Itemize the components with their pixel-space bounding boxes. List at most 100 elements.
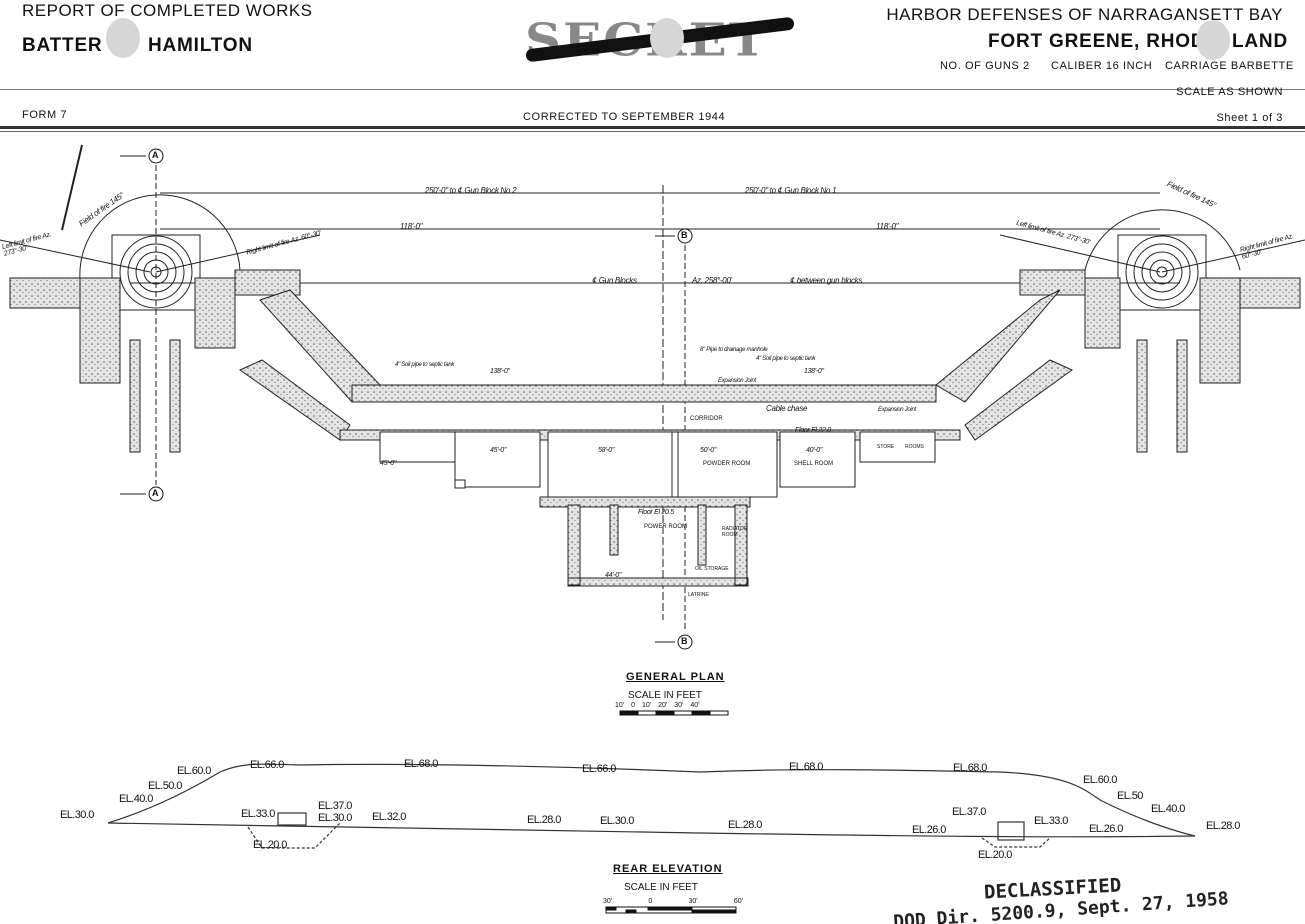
- radiator-room-label: RADIATOR ROOM: [722, 526, 748, 538]
- elevation-label: EL.30.0: [60, 809, 94, 821]
- elevation-label: EL.32.0: [372, 811, 406, 823]
- dim-label: 250'-0" to ℄ Gun Block No 1: [745, 186, 837, 195]
- elevation-label: EL.37.0: [952, 806, 986, 818]
- battery-name: HAMILTON: [148, 35, 253, 56]
- elevation-label: EL.60.0: [1083, 774, 1117, 786]
- scale-tick: 30': [688, 898, 698, 905]
- cable-chase-label: Cable chase: [766, 404, 808, 413]
- elevation-scale-ticks: 30' 0 30' 60': [603, 898, 743, 905]
- elevation-label: EL.60.0: [177, 765, 211, 777]
- concrete-walls: [9, 269, 1301, 587]
- latrine-label: LATRINE: [688, 592, 709, 598]
- section-marker-b: B: [681, 230, 688, 240]
- scale-tick: 30': [674, 702, 684, 709]
- rear-elevation-drawing: [107, 763, 1196, 849]
- azimuth-label: Az. 258°-00': [692, 276, 732, 285]
- battery-label: BATTER: [22, 35, 103, 56]
- divider: [0, 89, 1305, 90]
- scale-note: SCALE AS SHOWN: [1176, 86, 1283, 98]
- soil-pipe-label: 4" Soil pipe to septic tank: [395, 362, 455, 368]
- dim-label: 40'-0": [806, 447, 823, 454]
- elevation-label: EL.28.0: [1206, 820, 1240, 832]
- punch-hole: [650, 18, 684, 58]
- plan-scale-bar: [619, 710, 729, 716]
- section-markers: [148, 148, 693, 650]
- expansion-joint-label: Expansion Joint: [878, 407, 916, 413]
- scale-tick: 30': [603, 898, 613, 905]
- elevation-label: EL.40.0: [119, 793, 153, 805]
- caliber: CALIBER 16 INCH: [1051, 60, 1153, 72]
- elevation-label: EL.50: [1117, 790, 1143, 802]
- dim-label: 45'-0": [490, 447, 507, 454]
- elevation-label: EL.28.0: [527, 814, 561, 826]
- elevation-label: EL.20.0: [253, 839, 287, 851]
- scale-tick: 40': [690, 702, 700, 709]
- guns-count: NO. OF GUNS 2: [940, 60, 1030, 72]
- form-number: FORM 7: [22, 109, 68, 121]
- elevation-label: EL.26.0: [912, 824, 946, 836]
- field-of-fire-arc: [1084, 209, 1241, 271]
- elevation-scale-bar: [605, 906, 737, 914]
- section-marker-a: A: [152, 150, 159, 160]
- scale-tick: 20': [658, 702, 668, 709]
- field-of-fire-arc: [79, 194, 241, 281]
- powder-room-label: POWDER ROOM: [703, 461, 751, 467]
- sheet-number: Sheet 1 of 3: [1216, 112, 1283, 124]
- plan-title: GENERAL PLAN: [626, 671, 725, 683]
- dim-label: 138'-0": [804, 368, 824, 375]
- drain-pipe-label: 8" Pipe to drainage manhole: [700, 347, 768, 353]
- north-arrow-icon: [61, 144, 83, 231]
- corrected-date: CORRECTED TO SEPTEMBER 1944: [523, 111, 726, 123]
- scale-tick: 0: [631, 702, 636, 709]
- elevation-label: EL.68.0: [953, 762, 987, 774]
- elevation-scale-label: SCALE IN FEET: [624, 882, 698, 893]
- dim-label: 50'-0": [700, 447, 717, 454]
- plan-scale-label: SCALE IN FEET: [628, 690, 702, 701]
- shell-room-label: SHELL ROOM: [794, 461, 834, 467]
- section-marker-a: A: [152, 488, 159, 498]
- gun-block-right: [1117, 234, 1207, 311]
- elevation-label: EL.33.0: [241, 808, 275, 820]
- soil-pipe-label: 4" Soil pipe to septic tank: [756, 356, 816, 362]
- fort-title: FORT GREENE, RHOD: [988, 31, 1206, 52]
- elevation-label: EL.66.0: [250, 759, 284, 771]
- between-label: ℄ between gun blocks: [790, 276, 863, 285]
- scale-tick: 60': [733, 898, 743, 905]
- report-title: REPORT OF COMPLETED WORKS: [22, 1, 313, 20]
- punch-hole: [1196, 20, 1230, 60]
- elevation-label: EL.30.0: [318, 812, 352, 824]
- district-title: HARBOR DEFENSES OF NARRAGANSETT BAY: [886, 5, 1283, 24]
- elevation-label: EL.37.0: [318, 800, 352, 812]
- floor-elevation-label: Floor El 22.0: [795, 427, 831, 434]
- fort-title-end: LAND: [1232, 31, 1288, 52]
- expansion-joint-label: Expansion Joint: [718, 378, 756, 384]
- oil-storage-label: OIL STORAGE: [695, 566, 729, 572]
- dim-label: 44'-0": [605, 572, 622, 579]
- gun-ring-right-icon: [1125, 235, 1199, 309]
- elevation-label: EL.33.0: [1034, 815, 1068, 827]
- gun-block-left: [111, 234, 201, 311]
- carriage: CARRIAGE BARBETTE: [1165, 60, 1294, 72]
- corridor-wall: [351, 384, 937, 403]
- power-room-label: POWER ROOM: [644, 524, 687, 530]
- plan-scale-ticks: 10' 0 10' 20' 30' 40': [615, 702, 700, 709]
- elevation-title: REAR ELEVATION: [613, 863, 723, 875]
- section-marker-b: B: [681, 636, 688, 646]
- rooms-label: ROOMS: [905, 444, 924, 450]
- gun-blocks-label: ℄ Gun Blocks: [592, 276, 637, 285]
- dim-label: 45'-0": [380, 460, 397, 467]
- dim-label: 138'-0": [490, 368, 510, 375]
- scale-tick: 10': [615, 702, 625, 709]
- elevation-label: EL.28.0: [728, 819, 762, 831]
- title-block-rule: [0, 126, 1305, 129]
- elevation-label: EL.50.0: [148, 780, 182, 792]
- gun-ring-left-icon: [119, 235, 193, 309]
- scale-tick: 0: [648, 898, 653, 905]
- title-block-rule: [0, 131, 1305, 132]
- elevation-label: EL.66.0: [582, 763, 616, 775]
- dim-label: 118'-0": [876, 222, 899, 231]
- store-label: STORE: [877, 444, 895, 450]
- dim-label: 58'-0": [598, 447, 615, 454]
